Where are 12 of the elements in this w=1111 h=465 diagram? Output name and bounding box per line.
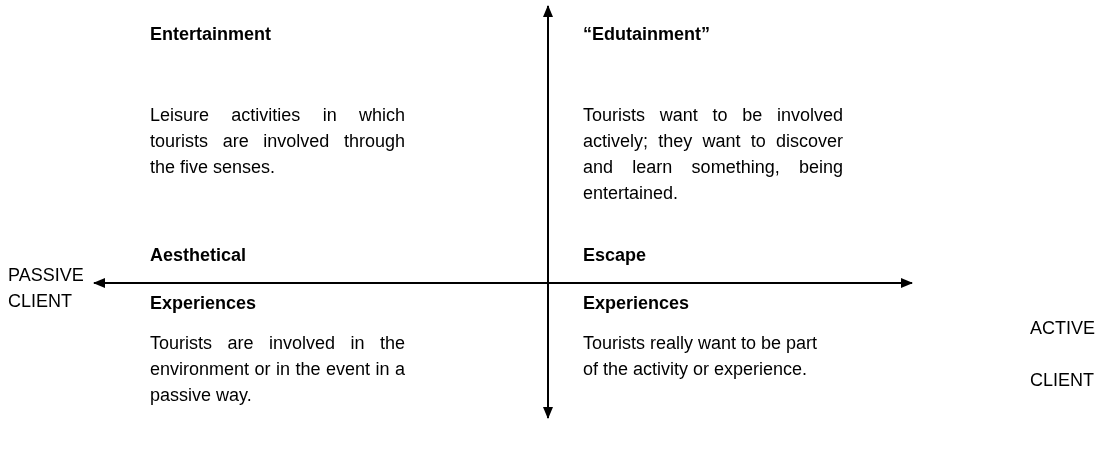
quadrant-heading: Experiences [150, 292, 258, 315]
axis-label: ACTIVE CLIENT [1030, 317, 1096, 392]
quadrant-description: Tourists want to be involved actively; they want to discover and learn something, being entertained. [583, 104, 843, 205]
quadrant-heading: Aesthetical [150, 244, 248, 267]
quadrant-heading: Escape [583, 244, 648, 267]
quadrant-description: Tourists really want to be part of the activity or experience. [583, 332, 819, 381]
quadrant-heading: Experiences [583, 292, 691, 315]
axis-label: PASSIVE CLIENT [8, 264, 85, 313]
quadrant-description: Leisure activities in which tourists are involved through the five senses. [150, 104, 405, 179]
quadrant-description: Tourists are involved in the environment or in the event in a passive way. [150, 332, 405, 407]
quadrant-heading: Entertainment [150, 23, 273, 46]
quadrant-heading: “Edutainment” [583, 23, 711, 46]
